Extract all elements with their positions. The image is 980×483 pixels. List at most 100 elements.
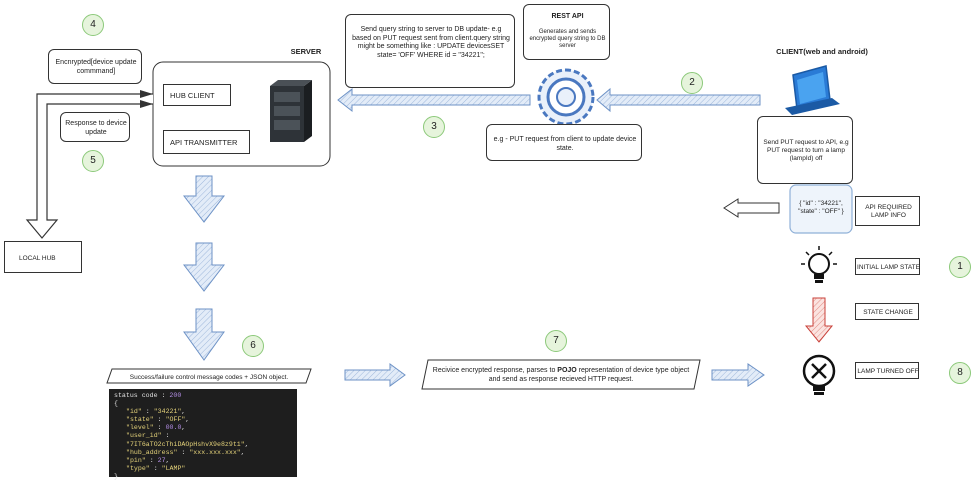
receive-banner-shape: [421, 359, 701, 390]
server-down-arrow-3: [183, 308, 225, 361]
step-circle-5: 5: [82, 150, 104, 172]
receive-text-pre: Recivice encrypted response, parses to: [432, 367, 558, 374]
code-comma: ,: [240, 448, 245, 456]
code-value: "7IT6aTO2cThiDAOpHshvX9e8z9t1": [126, 440, 245, 448]
client-box: Send PUT request to API, e.g PUT request…: [757, 116, 853, 184]
code-line: "level" : 00.0,: [114, 424, 292, 432]
code-key: "level": [126, 424, 154, 432]
code-line: "id" : "34221",: [114, 408, 292, 416]
rest-api-title: REST API: [551, 13, 584, 20]
code-key: "user_id": [126, 432, 162, 440]
api-required-text: API REQUIRED LAMP INFO: [865, 204, 912, 219]
code-separator: :: [153, 416, 166, 424]
lamp-off-box: LAMP TURNED OFF: [855, 362, 919, 379]
lamp-on-icon: [801, 246, 837, 283]
code-close-brace: }: [114, 472, 118, 480]
rest-api-gear-icon: [537, 68, 595, 126]
code-separator: :: [141, 408, 154, 416]
hub-client-arrowhead: [140, 90, 153, 98]
local-hub-box: LOCAL HUB: [4, 241, 82, 273]
receive-text-pojo: POJO: [557, 367, 577, 374]
code-open-brace: {: [114, 400, 118, 408]
initial-state-box: INITIAL LAMP STATE: [855, 258, 920, 275]
server-to-localhub-arrow: [25, 93, 153, 239]
server-down-arrow-1: [182, 175, 226, 223]
initial-state-text: INITIAL LAMP STATE: [857, 264, 920, 271]
api-transmitter-label: API TRANSMITTER: [170, 138, 238, 147]
success-banner-text: Success/failure control message codes + …: [129, 374, 289, 381]
code-status-value: 200: [169, 392, 182, 399]
code-key: "id": [126, 408, 142, 416]
client-json-arrow: [723, 198, 780, 218]
step-circle-1: 1: [949, 256, 971, 278]
api-json-text: { "id" : "34221", "state" : "OFF" }: [798, 200, 844, 215]
state-change-box: STATE CHANGE: [855, 303, 919, 320]
api-required-box: API REQUIRED LAMP INFO: [855, 196, 920, 226]
client-title: CLIENT(web and android): [776, 47, 868, 56]
code-line: "type" : "LAMP": [114, 465, 292, 473]
local-hub-label: LOCAL HUB: [19, 255, 56, 262]
query-string-text: Send query string to server to DB update…: [352, 26, 510, 59]
code-value: 27: [157, 456, 166, 464]
json-to-client-arrow: [344, 363, 406, 387]
server-rack-icon: [270, 80, 312, 142]
code-line: "pin" : 27,: [114, 457, 292, 465]
code-lines: "id" : "34221","state" : "OFF","level" :…: [114, 408, 292, 473]
step-circle-8: 8: [949, 362, 971, 384]
receive-banner-text: Recivice encrypted response, parses to P…: [430, 366, 692, 384]
code-status-line: status code : 200: [114, 392, 292, 400]
code-value: "xxx.xxx.xxx": [189, 448, 241, 456]
step-circle-6: 6: [242, 335, 264, 357]
api-to-server-arrow: [337, 87, 531, 113]
hub-client-label: HUB CLIENT: [170, 91, 215, 100]
code-value: "LAMP": [161, 464, 186, 472]
code-separator: :: [161, 432, 170, 440]
code-status-key: status code :: [114, 392, 170, 399]
code-comma: ,: [181, 424, 186, 432]
code-comma: ,: [244, 440, 249, 448]
lamp-off-text: LAMP TURNED OFF: [857, 368, 919, 375]
hub-response-arrowhead: [140, 100, 153, 108]
rest-api-desc: Generates and sends encrypted query stri…: [529, 29, 606, 50]
laptop-icon: [785, 65, 840, 115]
response-to-lamp-arrow: [711, 363, 765, 387]
step-circle-7: 7: [545, 330, 567, 352]
server-down-arrow-2: [182, 242, 226, 292]
code-separator: :: [153, 424, 166, 432]
hub-client-box: HUB CLIENT: [163, 84, 231, 106]
code-separator: :: [145, 456, 158, 464]
code-key: "hub_address": [126, 448, 178, 456]
code-value: "OFF": [165, 416, 186, 424]
step-circle-2: 2: [681, 72, 703, 94]
server-title: SERVER: [290, 47, 322, 56]
put-example-text: e.g - PUT request from client to update …: [493, 136, 637, 152]
code-comma: ,: [185, 416, 190, 424]
code-key: "pin": [126, 456, 146, 464]
code-line: "hub_address" : "xxx.xxx.xxx",: [114, 449, 292, 457]
code-separator: :: [149, 464, 162, 472]
code-value: "34221": [153, 408, 182, 416]
encrypted-command-box: Encnrypted[device update commmand]: [48, 49, 142, 84]
json-code-panel: status code : 200 { "id" : "34221","stat…: [109, 389, 297, 480]
api-json-box: [789, 184, 853, 234]
code-separator: :: [177, 448, 190, 456]
rest-api-box: REST API Generates and sends encrypted q…: [523, 4, 610, 60]
encrypted-command-text: Encnrypted[device update commmand]: [55, 59, 137, 75]
code-comma: ,: [181, 408, 186, 416]
code-value: 00.0: [165, 424, 182, 432]
code-key: "state": [126, 416, 154, 424]
state-change-text: STATE CHANGE: [863, 309, 913, 316]
step-circle-4: 4: [82, 14, 104, 36]
server-frame: [152, 61, 331, 167]
step-circle-3: 3: [423, 116, 445, 138]
success-banner-shape: [106, 368, 312, 384]
client-desc: Send PUT request to API, e.g PUT request…: [763, 139, 849, 162]
code-comma: ,: [165, 456, 170, 464]
receive-text-post: representation of device type object and…: [488, 367, 690, 383]
api-transmitter-box: API TRANSMITTER: [163, 130, 250, 154]
response-box: Response to device update: [60, 112, 130, 142]
state-change-arrow: [804, 297, 834, 343]
put-example-box: e.g - PUT request from client to update …: [486, 124, 642, 161]
code-line: "user_id" : "7IT6aTO2cThiDAOpHshvX9e8z9t…: [114, 432, 292, 448]
